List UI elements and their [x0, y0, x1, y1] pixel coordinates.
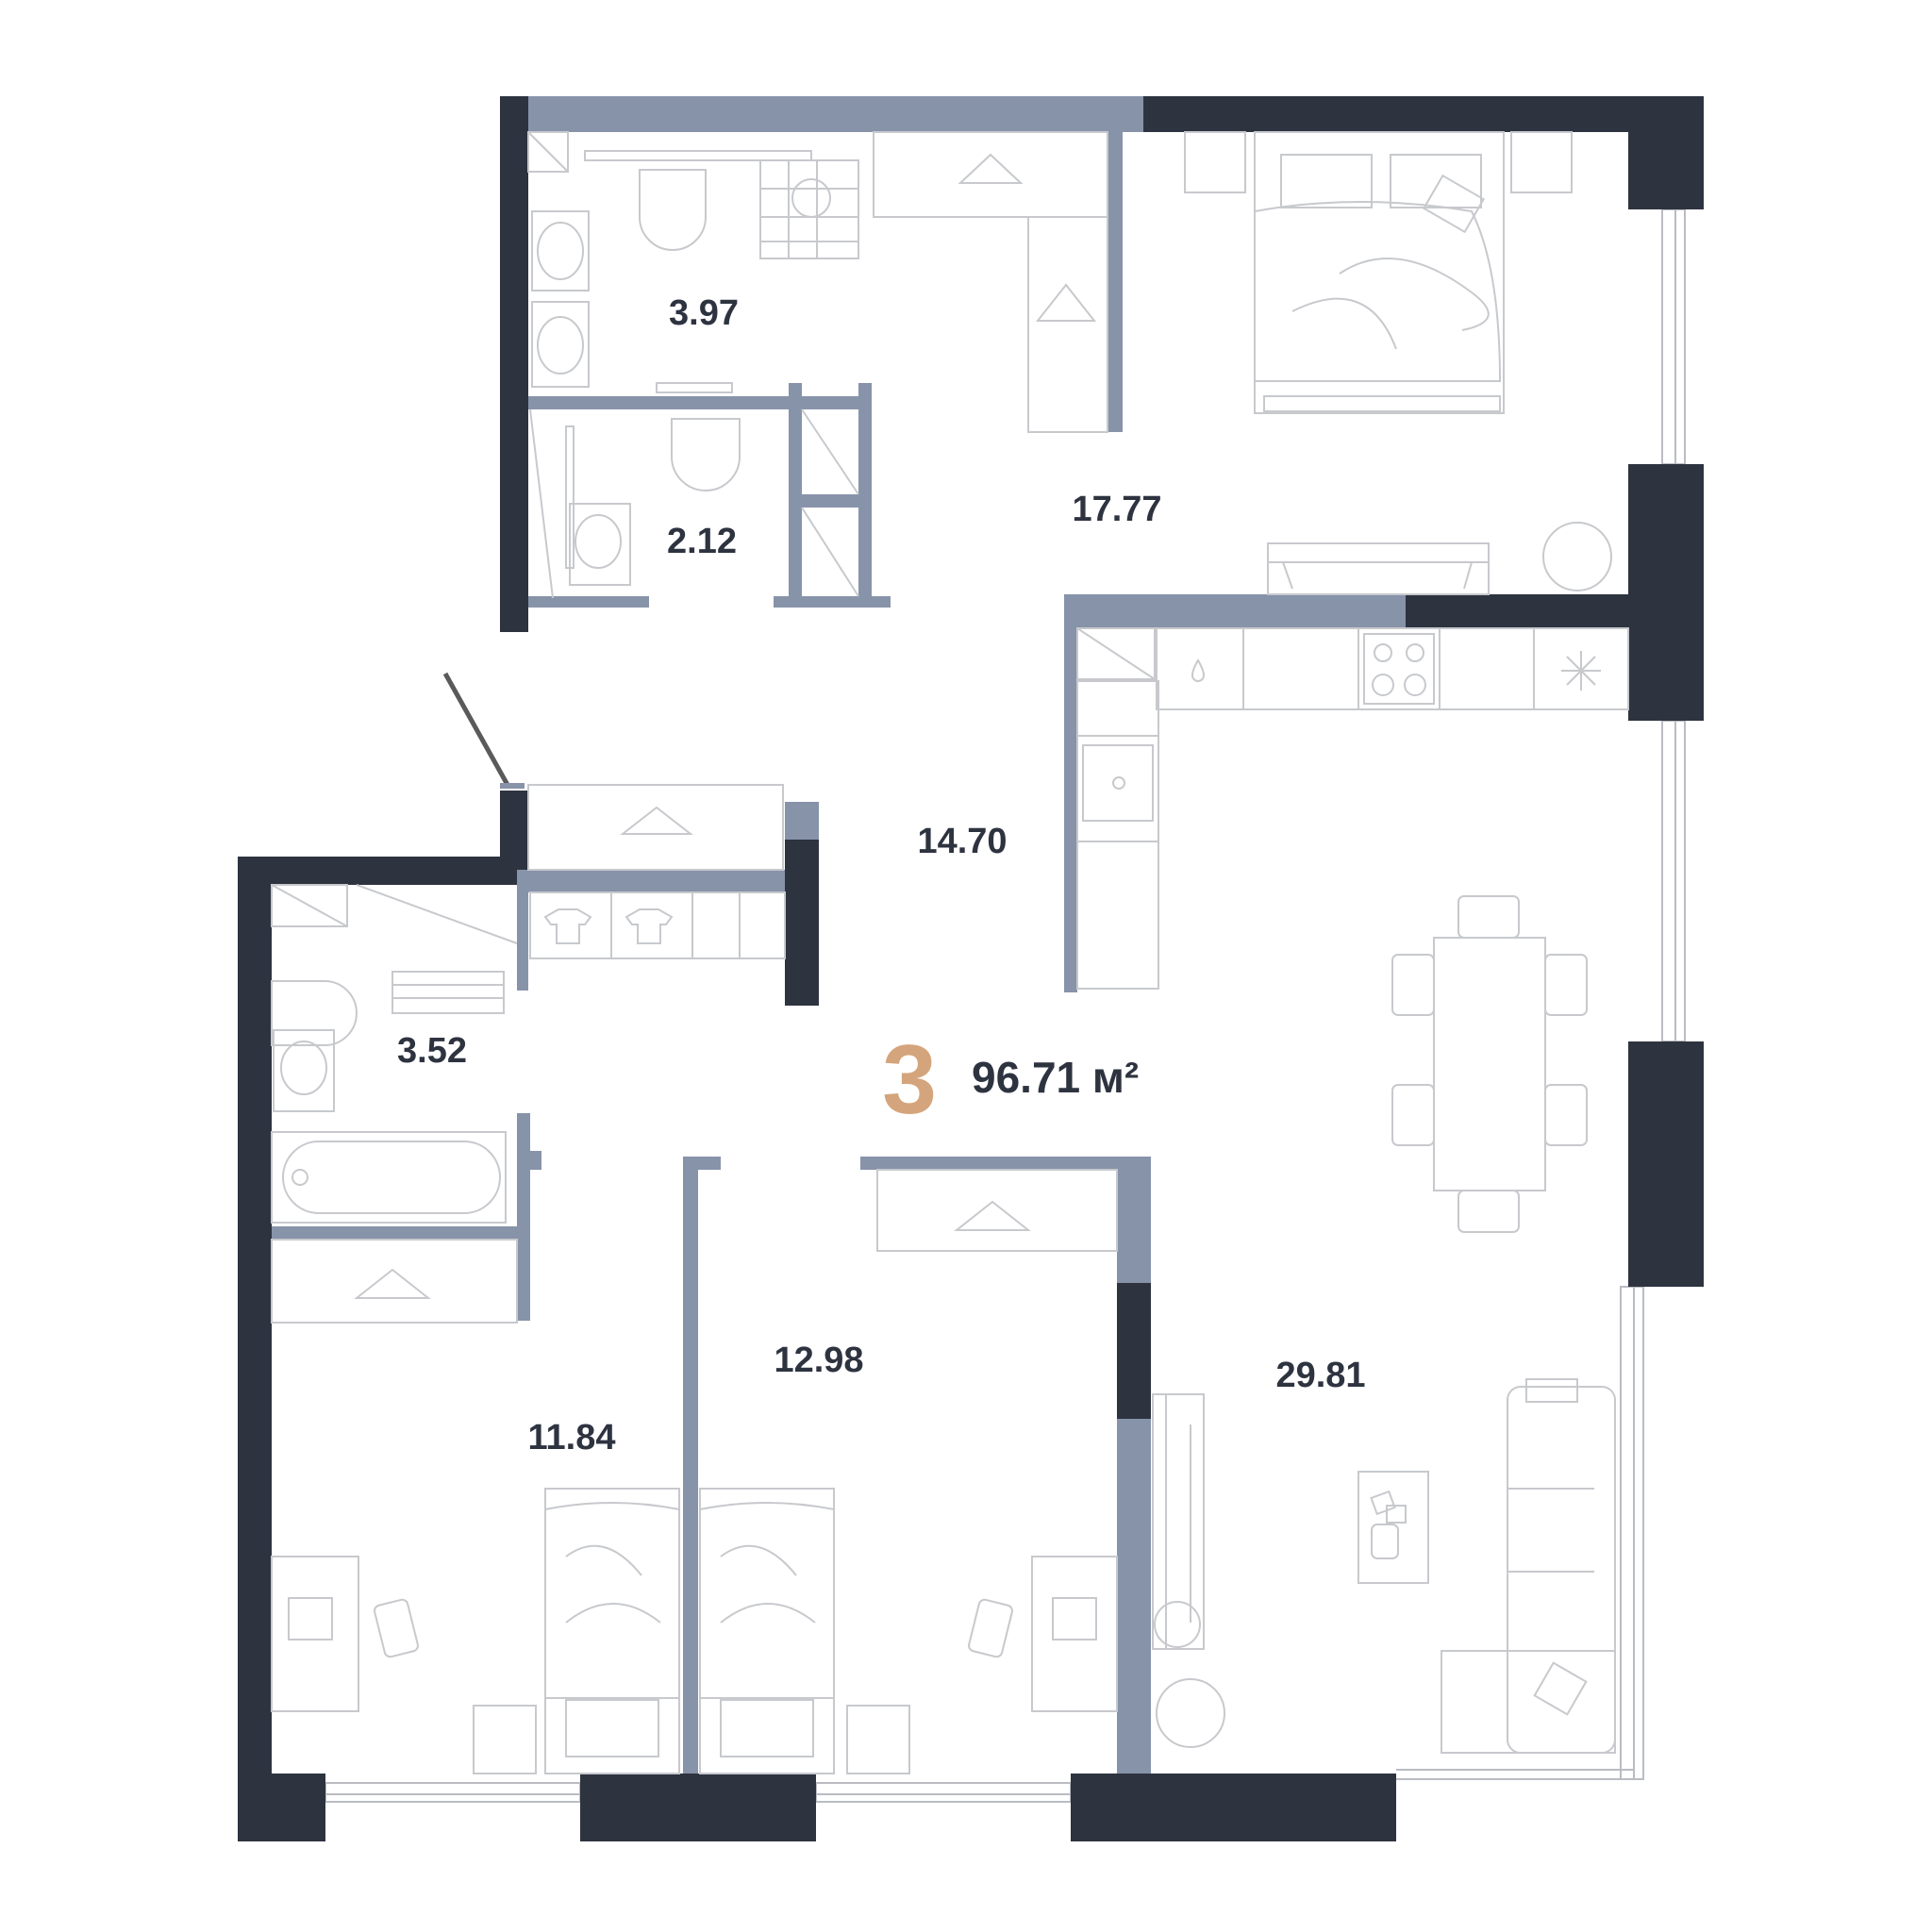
- room-area-kitchen-living: 29.81: [1275, 1356, 1365, 1395]
- room-area-bedroom-1: 11.84: [528, 1418, 616, 1457]
- bedrooms-furniture: [271, 1488, 1118, 1774]
- entrance-door: [442, 672, 510, 787]
- bathroom-main-fixtures: [271, 884, 518, 1224]
- room-area-bedroom-2: 12.98: [774, 1341, 863, 1380]
- room-area-bathroom-master: 3.97: [669, 293, 739, 333]
- room-area-master-bedroom: 17.77: [1072, 490, 1161, 529]
- exterior-walls: [238, 96, 1704, 1841]
- master-bedroom-furniture: [1184, 131, 1612, 595]
- windows: [325, 208, 1686, 1803]
- room-area-wc: 2.12: [667, 522, 737, 561]
- total-area: 96.71 м²: [972, 1053, 1139, 1102]
- room-area-hallway: 14.70: [917, 822, 1007, 861]
- interior-walls: [272, 96, 1406, 1774]
- room-labels: 3.97 2.12 17.77 14.70 3.52 11.84 12.98 2…: [397, 293, 1366, 1457]
- hallway-shelves: [529, 891, 786, 959]
- kitchen-furniture: [1076, 627, 1629, 990]
- room-area-bathroom-main: 3.52: [397, 1031, 467, 1071]
- dining-furniture: [1391, 895, 1588, 1233]
- door-frame: [500, 783, 525, 789]
- rooms-count: 3: [882, 1025, 937, 1135]
- wc-fixtures: [529, 408, 859, 599]
- wardrobes: [271, 131, 1118, 1324]
- living-furniture: [1152, 1378, 1616, 1754]
- bathroom-master-fixtures: [527, 131, 859, 393]
